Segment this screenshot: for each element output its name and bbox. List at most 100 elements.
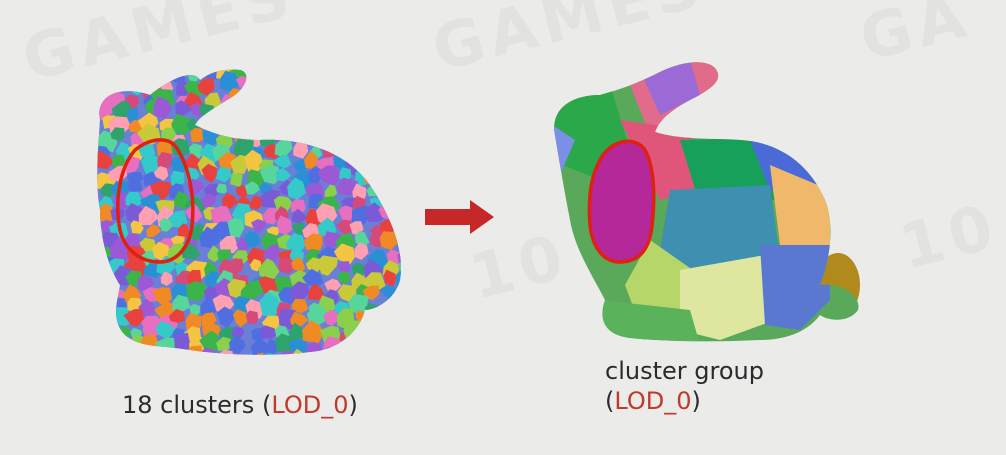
cluster-patch <box>175 100 192 116</box>
cluster-patch <box>367 106 385 122</box>
cluster-patch <box>259 50 275 68</box>
cluster-patch <box>364 202 385 222</box>
cluster-patch <box>125 270 142 286</box>
cluster-patch <box>383 327 400 341</box>
cluster-patch <box>153 166 169 181</box>
cluster-patch <box>221 192 237 209</box>
cluster-patch <box>383 122 398 135</box>
cluster-patch <box>97 230 106 248</box>
cluster-patch <box>210 206 234 225</box>
cluster-patch <box>204 270 219 288</box>
cluster-patch <box>250 339 267 355</box>
cluster-patch <box>291 208 308 224</box>
bunny-cluster-groups <box>554 62 860 342</box>
cluster-patch <box>309 134 325 147</box>
cluster-patch <box>293 140 309 159</box>
cluster-patch <box>319 100 339 119</box>
cluster-patch <box>382 186 398 198</box>
cluster-patch <box>355 139 371 156</box>
cluster-patch <box>244 231 261 248</box>
cluster-patch <box>381 313 397 328</box>
cluster-patch <box>78 313 97 328</box>
cluster-patch <box>97 112 101 133</box>
cluster-patch <box>80 260 94 276</box>
cluster-patch <box>170 170 185 188</box>
bunny-lod0-clusters <box>78 50 401 355</box>
cluster-patch <box>138 205 159 226</box>
cluster-patch <box>290 198 306 214</box>
cluster-patch <box>110 127 125 141</box>
cluster-patch <box>394 88 401 112</box>
cluster-patch <box>289 281 310 303</box>
cluster-patch <box>337 53 351 67</box>
cluster-patch <box>273 154 292 169</box>
cluster-patch <box>97 307 115 329</box>
cluster-patch <box>97 339 109 354</box>
cluster-patch <box>152 96 172 120</box>
cluster-patch <box>365 142 380 155</box>
cluster-patch <box>396 73 401 94</box>
right-lod-line: (LOD_0) <box>605 386 764 416</box>
cluster-group-label: cluster group <box>605 357 764 385</box>
cluster-patch <box>287 177 306 200</box>
cluster-patch <box>316 255 339 276</box>
cluster-patch <box>127 178 143 194</box>
cluster-patch <box>383 269 397 287</box>
cluster-patch <box>400 329 401 343</box>
cluster-patch <box>353 348 371 355</box>
cluster-patch <box>278 90 301 111</box>
cluster-patch <box>216 306 234 329</box>
cluster-patch <box>323 231 341 250</box>
cluster-patch <box>97 85 104 105</box>
cluster-patch <box>190 102 204 118</box>
cluster-patch <box>233 104 250 124</box>
arrow-right-icon <box>425 200 494 234</box>
cluster-patch <box>383 69 399 70</box>
cluster-patch <box>142 321 160 339</box>
cluster-patch <box>393 347 401 355</box>
cluster-patch <box>354 88 369 103</box>
cluster-patch <box>262 207 280 225</box>
cluster-patch <box>363 52 380 67</box>
cluster-patch <box>339 107 352 123</box>
cluster-patch <box>260 69 273 76</box>
cluster-patch <box>394 289 401 306</box>
cluster-patch <box>197 78 215 96</box>
cluster-patch <box>97 103 101 119</box>
cluster-patch <box>261 91 277 105</box>
cluster-patch <box>169 69 188 74</box>
cluster-patch <box>397 218 401 236</box>
cluster-patch <box>168 308 185 323</box>
cluster-patch <box>367 341 383 355</box>
cluster-patch <box>308 283 325 301</box>
cluster-patch <box>383 349 401 355</box>
cluster-patch <box>199 347 219 355</box>
cluster-patch <box>261 72 280 90</box>
cluster-patch <box>245 88 267 108</box>
cluster-patch <box>245 310 259 325</box>
cluster-patch <box>170 138 190 157</box>
cluster-patch <box>144 353 160 355</box>
cluster-patch <box>392 169 401 190</box>
cluster-patch <box>336 69 353 80</box>
cluster-patch <box>367 117 383 134</box>
cluster-patch <box>97 69 99 78</box>
cluster-patch <box>282 106 295 122</box>
cluster-patch <box>302 268 324 287</box>
cluster-patch <box>207 50 221 64</box>
cluster-patch <box>348 116 368 136</box>
cluster-patch <box>287 125 307 142</box>
cluster-patch <box>336 129 354 149</box>
cluster-patch <box>97 153 98 174</box>
cluster-patch <box>186 117 202 132</box>
cluster-patch <box>217 107 233 121</box>
cluster-patch <box>393 337 401 355</box>
cluster-patch <box>227 217 245 238</box>
cluster-patch <box>215 166 233 183</box>
cluster-patch <box>354 230 370 247</box>
cluster-patch <box>97 337 102 355</box>
cluster-patch <box>97 81 100 96</box>
cluster-patch <box>352 183 367 202</box>
cluster-patch <box>336 118 351 131</box>
cluster-patch <box>207 245 221 263</box>
